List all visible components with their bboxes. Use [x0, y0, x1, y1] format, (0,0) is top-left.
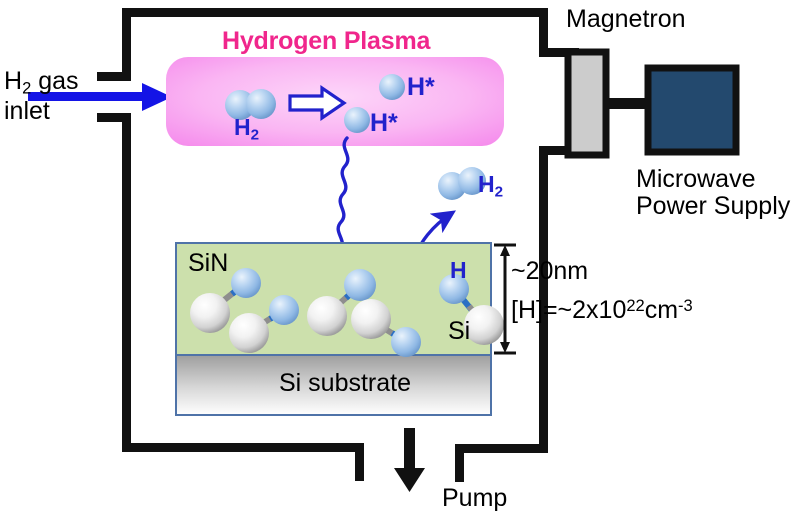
sih-pair-4 [351, 299, 421, 357]
plasma-title: Hydrogen Plasma [222, 27, 431, 55]
thickness-annotation: ~20nm [511, 257, 589, 285]
chamber-wall-right-upper [539, 8, 548, 56]
microwave-power-supply-label: Microwave Power Supply [636, 166, 790, 220]
gas-inlet-arrow [28, 83, 172, 111]
hydrogen-concentration-annotation: [H]=~2x1022cm-3 [511, 296, 693, 324]
gas-inlet-label: H2 gas inlet [4, 68, 79, 125]
desorbed-h2-label: H2 [478, 171, 504, 201]
mps-line1: Microwave [636, 165, 756, 193]
magnetron-body[interactable] [564, 48, 610, 159]
sin-layer-label: SiN [188, 249, 229, 277]
h-radical-upper-label: H* [407, 73, 435, 101]
pump-label: Pump [442, 484, 508, 512]
inlet-flange-upper [97, 72, 131, 81]
desorbed-h2-molecule [438, 167, 486, 200]
sih-pair-1 [190, 268, 261, 333]
pump-arrow [394, 428, 425, 492]
waveguide-port-lower [539, 146, 579, 155]
h-radical-lower [344, 107, 370, 133]
h-atom-label: H [450, 257, 467, 283]
microwave-power-supply-body[interactable] [644, 64, 740, 156]
si-atom-label: Si [448, 317, 471, 345]
gas-inlet-line1: H2 gas [4, 67, 79, 98]
chamber-wall-left-lower [122, 113, 131, 452]
h2-molecule-label: H2 [234, 114, 260, 144]
pump-duct-right [455, 444, 464, 482]
chamber-wall-top [122, 8, 548, 17]
h-radical-upper [379, 74, 405, 100]
plasma-h2-molecule [225, 89, 276, 120]
thickness-dimension [494, 243, 516, 355]
waveguide-port-upper [539, 48, 579, 57]
chamber-wall-right-lower [539, 146, 548, 453]
dissociation-arrow [288, 84, 347, 122]
chamber-wall-bottom-right [455, 444, 548, 453]
h-radical-lower-label: H* [370, 109, 398, 137]
inlet-flange-lower [97, 113, 131, 122]
magnetron-label: Magnetron [566, 5, 686, 33]
sih-pair-2 [229, 295, 299, 353]
sih-pair-3-impact-site [307, 269, 376, 336]
si-substrate-layer [175, 354, 492, 416]
chamber-walls [97, 8, 579, 482]
chamber-wall-left-upper [122, 8, 131, 80]
mps-line2: Power Supply [636, 192, 791, 220]
magnetron-psu-connector [604, 98, 650, 109]
chamber-wall-bottom-left [122, 443, 364, 452]
gas-inlet-line2: inlet [4, 97, 50, 126]
sih-pair-5-labeled [439, 274, 504, 345]
si-substrate-label: Si substrate [279, 369, 412, 397]
pump-duct-left [355, 443, 364, 481]
